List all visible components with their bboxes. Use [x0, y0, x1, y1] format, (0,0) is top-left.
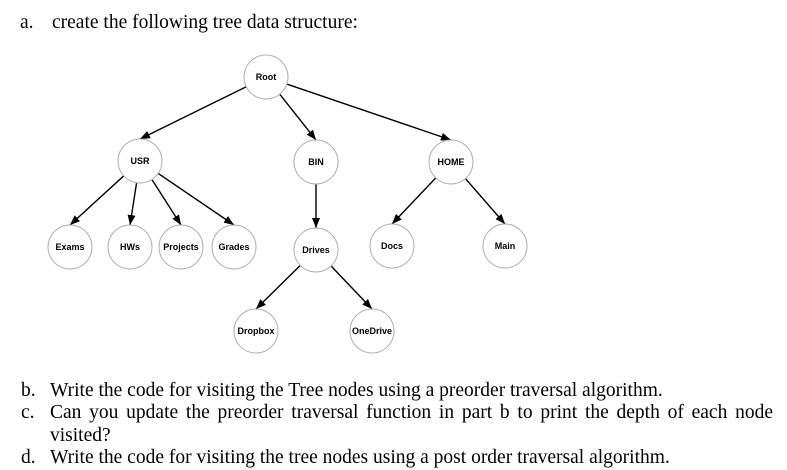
tree-node-label-usr: USR [130, 156, 150, 166]
tree-node-onedrive: OneDrive [349, 308, 395, 354]
tree-node-label-projects: Projects [163, 242, 199, 252]
tree-node-circle-usr [117, 138, 163, 184]
tree-node-label-hws: HWs [120, 242, 140, 252]
tree-edge-root-bin [279, 93, 317, 141]
tree-node-circle-projects [158, 224, 204, 270]
tree-edge-usr-exams [69, 175, 125, 226]
tree-node-label-drives: Drives [302, 245, 330, 255]
tree-edge-home-docs [391, 177, 437, 225]
tree-edge-root-usr [139, 86, 247, 140]
tree-node-label-main: Main [495, 241, 516, 251]
tree-node-exams: Exams [47, 224, 93, 270]
tree-edge-usr-grades [157, 172, 235, 226]
tree-node-circle-dropbox [233, 308, 279, 354]
tree-node-hws: HWs [107, 224, 153, 270]
tree-node-dropbox: Dropbox [233, 308, 279, 354]
question-c-line1: Can you update the preorder traversal fu… [50, 402, 773, 424]
tree-node-docs: Docs [369, 223, 415, 269]
tree-node-drives: Drives [293, 227, 339, 273]
tree-node-circle-root [243, 54, 289, 100]
tree-node-bin: BIN [293, 139, 339, 185]
question-a-text: create the following tree data structure… [52, 12, 358, 33]
list-marker-c: c. [21, 402, 35, 424]
question-c-line2: visited? [50, 424, 111, 446]
tree-edge-root-home [286, 83, 452, 141]
tree-node-circle-drives [293, 227, 339, 273]
tree-node-circle-main [482, 223, 528, 269]
question-items-bcd: b. Write the code for visiting the Tree … [21, 380, 773, 470]
list-marker-d: d. [21, 447, 36, 469]
question-b-text: Write the code for visiting the Tree nod… [50, 380, 663, 401]
tree-node-label-grades: Grades [218, 242, 249, 252]
tree-node-grades: Grades [211, 224, 257, 270]
question-item-c: c. Can you update the preorder traversal… [21, 402, 773, 447]
tree-edge-drives-dropbox [255, 264, 301, 310]
tree-node-projects: Projects [158, 224, 204, 270]
tree-node-circle-grades [211, 224, 257, 270]
tree-edge-usr-projects [151, 179, 182, 226]
tree-edges [69, 83, 506, 310]
tree-node-circle-home [428, 139, 474, 185]
tree-edge-home-main [464, 178, 506, 225]
list-marker-a: a. [20, 12, 34, 33]
tree-node-home: HOME [428, 139, 474, 185]
tree-node-circle-bin [293, 139, 339, 185]
question-d-text: Write the code for visiting the tree nod… [50, 447, 670, 469]
question-item-a: a. create the following tree data struct… [20, 11, 777, 35]
tree-node-label-docs: Docs [381, 241, 403, 251]
list-marker-b: b. [21, 380, 36, 401]
tree-node-circle-onedrive [349, 308, 395, 354]
tree-node-circle-docs [369, 223, 415, 269]
tree-node-label-dropbox: Dropbox [238, 326, 275, 336]
tree-node-main: Main [482, 223, 528, 269]
tree-node-circle-exams [47, 224, 93, 270]
tree-node-usr: USR [117, 138, 163, 184]
tree-node-root: Root [243, 54, 289, 100]
tree-node-label-exams: Exams [55, 242, 84, 252]
tree-node-label-home: HOME [438, 157, 465, 167]
question-c-text: Can you update the preorder traversal fu… [50, 402, 773, 447]
tree-node-circle-hws [107, 224, 153, 270]
tree-node-label-root: Root [256, 72, 277, 82]
tree-node-label-bin: BIN [308, 157, 324, 167]
question-item-d: d. Write the code for visiting the tree … [21, 447, 773, 469]
question-item-b: b. Write the code for visiting the Tree … [21, 380, 773, 402]
tree-node-label-onedrive: OneDrive [352, 326, 392, 336]
tree-edge-usr-hws [127, 182, 138, 226]
tree-edge-drives-onedrive [330, 265, 373, 310]
